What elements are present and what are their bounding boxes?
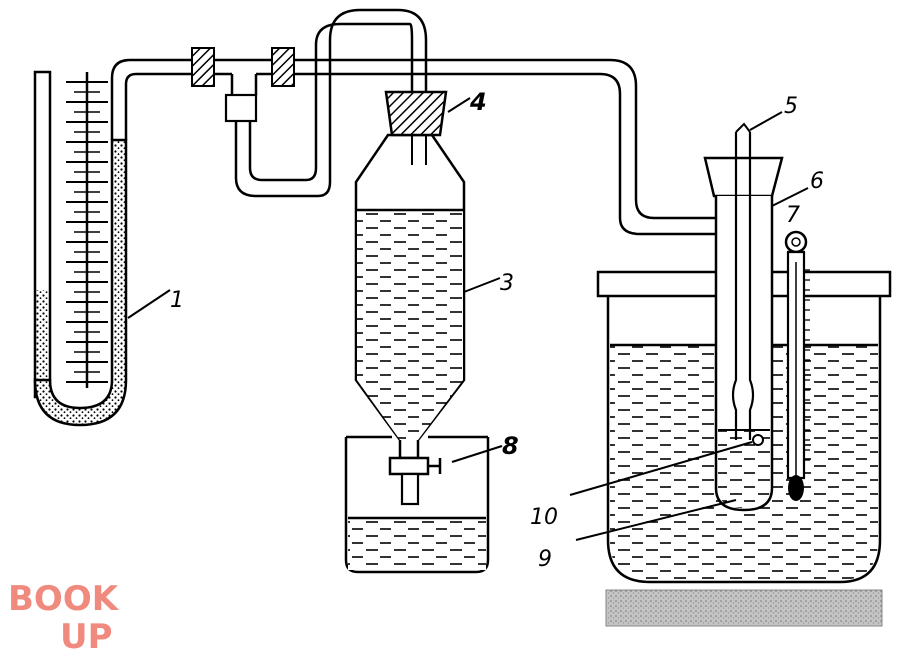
stand	[605, 589, 883, 627]
label-thermometer: 7	[786, 203, 800, 228]
label-stopper: 4	[469, 88, 487, 116]
t-junction	[224, 93, 258, 123]
label-beaker-tap: 8	[502, 432, 519, 460]
clamp-left	[191, 47, 215, 87]
flask-neck	[703, 156, 784, 198]
collecting-beaker	[344, 435, 503, 574]
connection-tubing	[191, 8, 716, 236]
logo-line2: UP	[60, 617, 113, 657]
tube-liquid	[718, 430, 770, 508]
label-aspirator-bottle: 3	[500, 271, 514, 296]
label-inner-tube: 9	[538, 547, 552, 572]
label-manometer: 1	[170, 288, 184, 313]
manometer-left-liquid	[36, 290, 49, 397]
aspirator-liquid	[357, 210, 463, 440]
logo-line1: BOOK	[8, 579, 120, 619]
manometer-u-bend	[33, 138, 128, 427]
clamp-right	[271, 47, 295, 87]
label-bulb: 10	[530, 505, 558, 530]
beaker-liquid	[348, 518, 486, 570]
manometer	[33, 58, 200, 427]
manometer-scale-ticks	[66, 81, 108, 383]
thermometer-ticks	[804, 269, 810, 461]
bookup-logo: BOOK UP	[8, 579, 120, 657]
aspirator-bottle	[354, 90, 501, 506]
label-tube: 5	[784, 94, 798, 119]
tap	[388, 456, 430, 476]
label-flask-neck: 6	[810, 169, 824, 194]
thermometer	[784, 230, 810, 501]
stopper	[384, 90, 448, 137]
thermometer-bulb	[788, 475, 804, 501]
capillary-bulb	[752, 434, 764, 446]
test-tube-assembly	[703, 111, 809, 512]
